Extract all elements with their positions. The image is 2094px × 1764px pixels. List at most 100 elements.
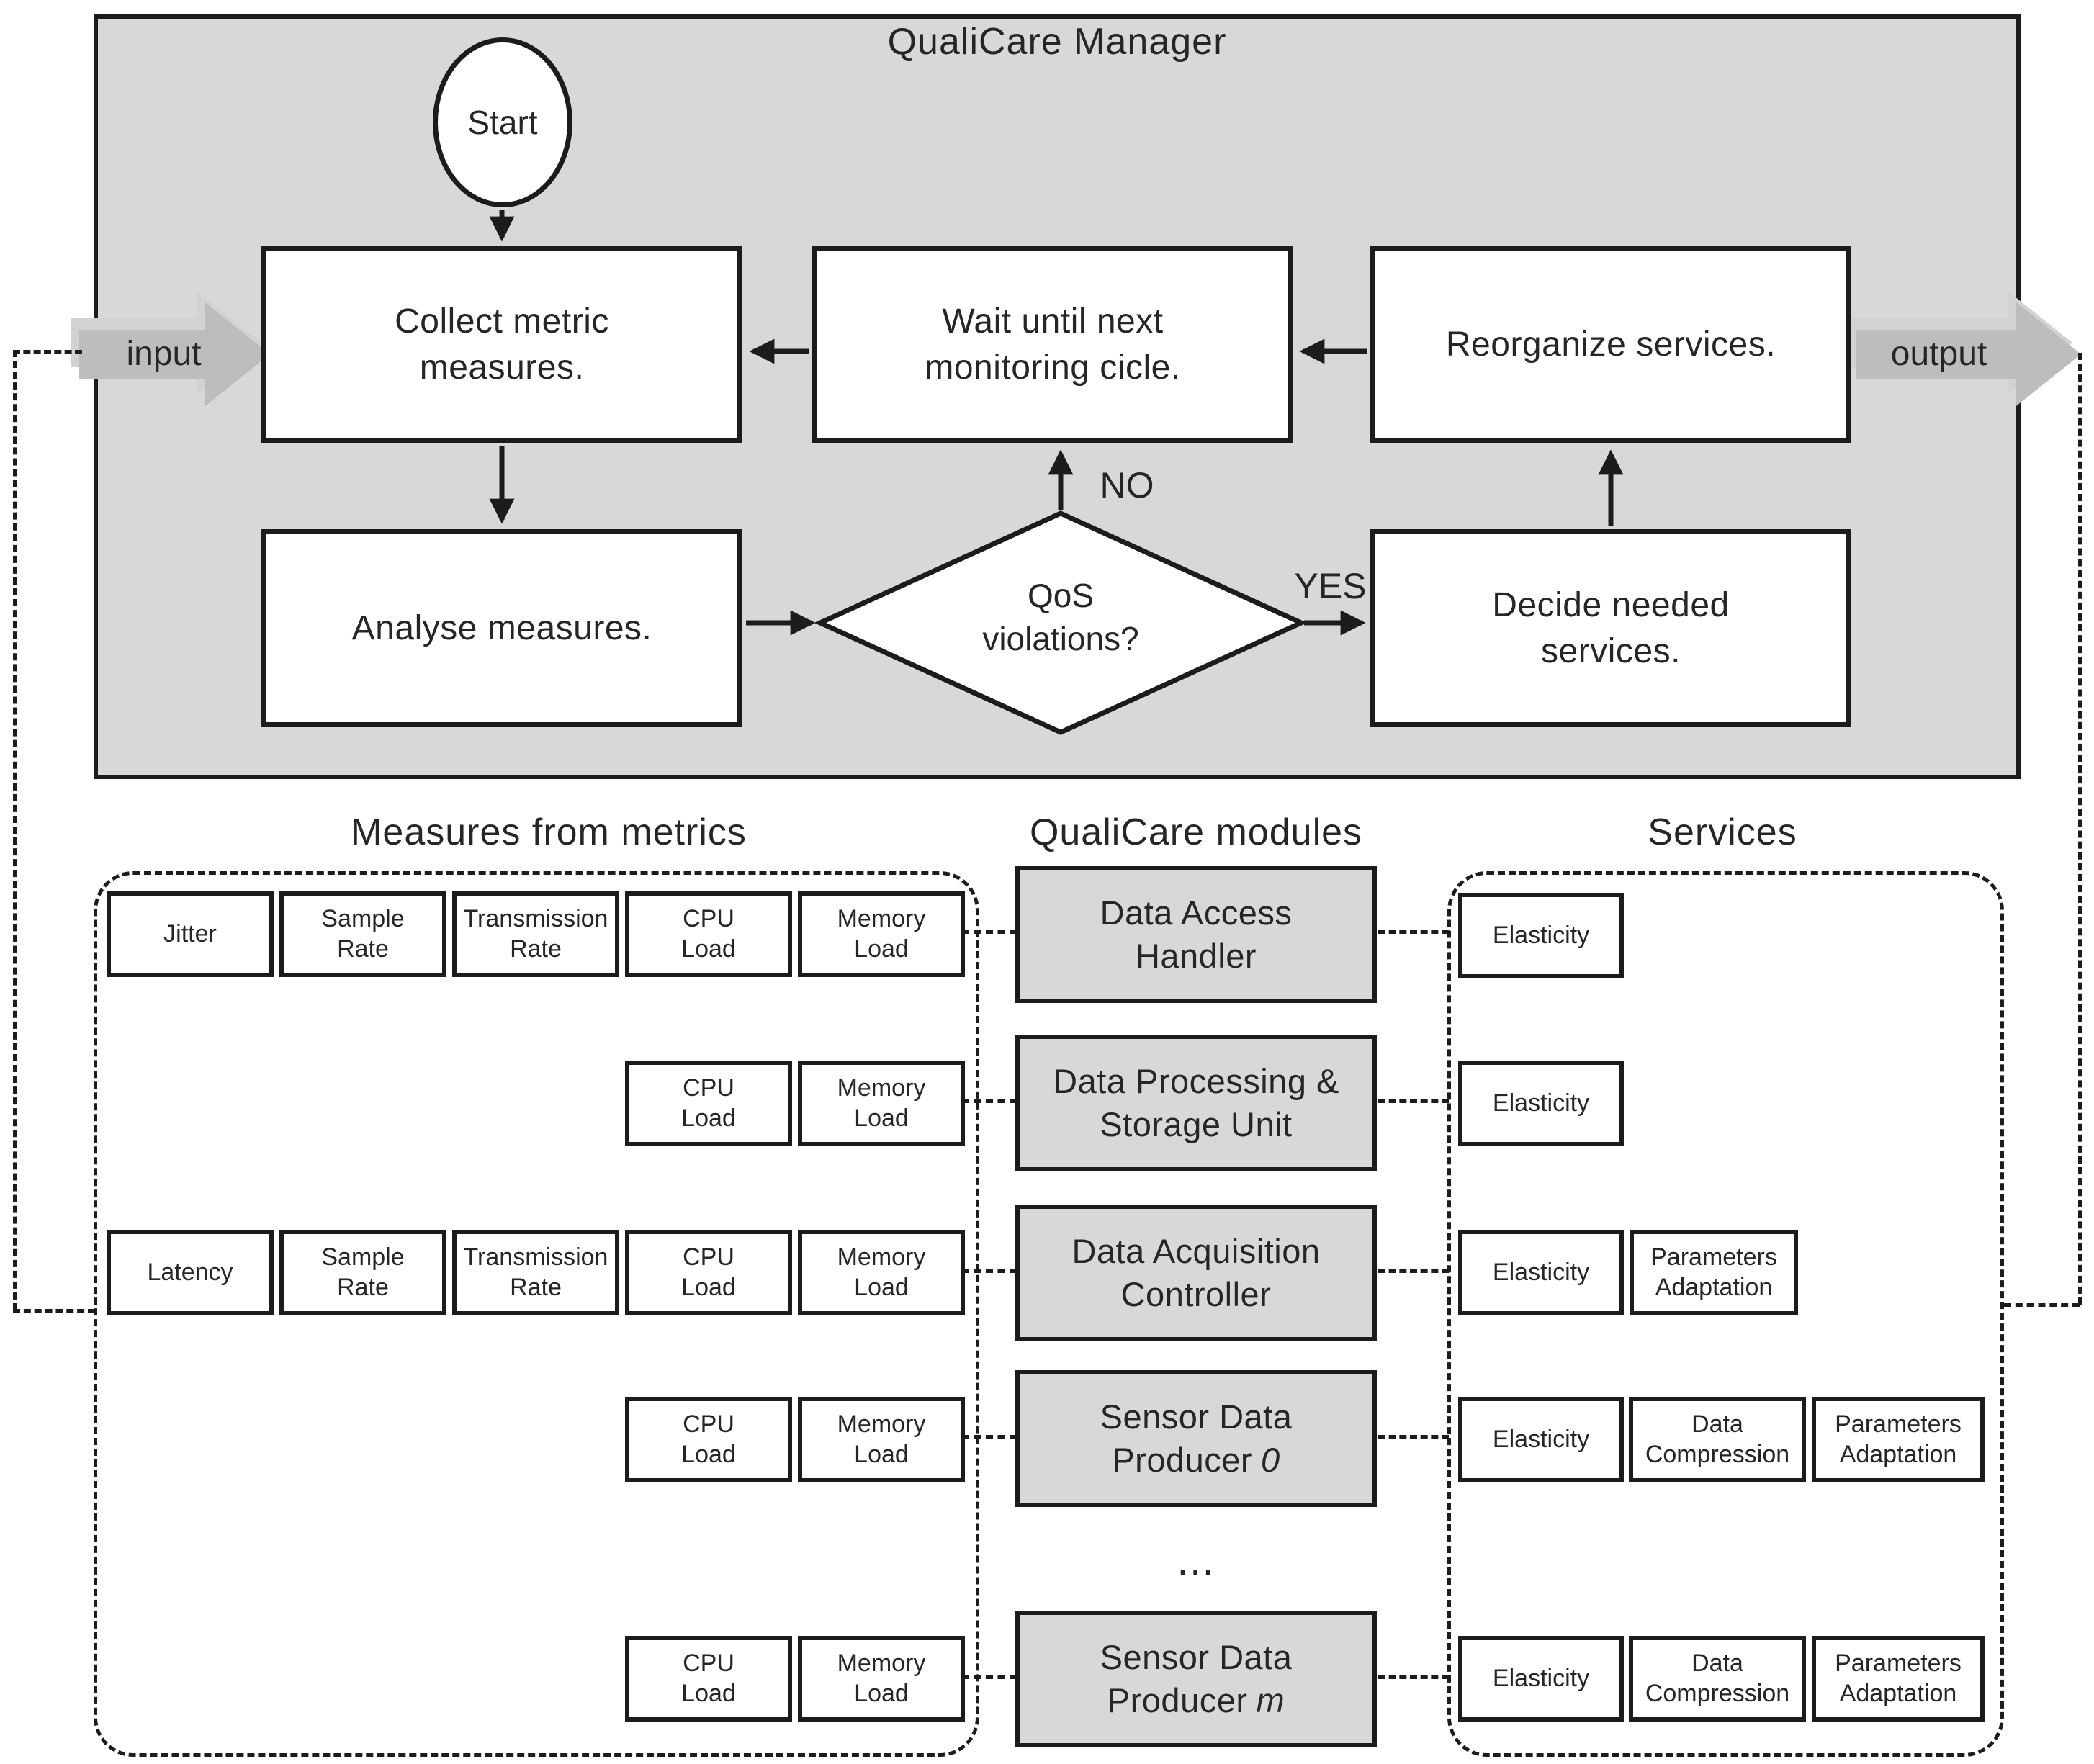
modules-section-title: QualiCare modules xyxy=(1029,811,1363,853)
reorganize-services-node: Reorganize services. xyxy=(1370,246,1851,443)
connector-module-services-2 xyxy=(1378,1099,1449,1103)
decide-label: Decide needed services. xyxy=(1492,586,1730,670)
metric-cell: CPU Load xyxy=(625,1397,792,1482)
service-cell: Data Compression xyxy=(1629,1636,1806,1722)
metric-cell: Transmission Rate xyxy=(452,891,619,977)
metric-label: Latency xyxy=(147,1258,233,1286)
start-node: Start xyxy=(433,37,572,207)
services-container xyxy=(1447,871,2004,1757)
metric-label: Memory Load xyxy=(837,1074,926,1132)
metric-label: Memory Load xyxy=(837,1410,926,1468)
input-dashed-line xyxy=(13,350,82,354)
connector-measures-module-5 xyxy=(962,1675,1017,1679)
collect-label: Collect metric measures. xyxy=(395,302,609,387)
service-label: Elasticity xyxy=(1492,1258,1590,1286)
service-label: Parameters Adaptation xyxy=(1650,1243,1777,1301)
input-dashed-line xyxy=(13,350,17,1310)
start-label: Start xyxy=(467,104,538,141)
service-label: Elasticity xyxy=(1492,921,1590,949)
module-data-access-handler: Data Access Handler xyxy=(1015,866,1377,1003)
module-label: Sensor Data Producer xyxy=(1100,1397,1293,1479)
wait-label: Wait until next monitoring cicle. xyxy=(925,302,1181,387)
decide-needed-services-node: Decide needed services. xyxy=(1370,529,1851,727)
module-label: Data Access Handler xyxy=(1100,893,1293,975)
metric-label: CPU Load xyxy=(681,1410,736,1468)
metric-label: Memory Load xyxy=(837,905,926,963)
metric-cell: Memory Load xyxy=(798,1636,965,1722)
service-cell: Parameters Adaptation xyxy=(1812,1636,1985,1722)
connector-module-services-4 xyxy=(1378,1435,1449,1439)
service-cell: Elasticity xyxy=(1458,1397,1624,1482)
service-cell: Elasticity xyxy=(1458,1061,1624,1146)
metric-cell: Jitter xyxy=(107,891,274,977)
service-cell: Data Compression xyxy=(1629,1397,1806,1482)
no-branch-label: NO xyxy=(1100,465,1154,505)
module-label: Data Processing & Storage Unit xyxy=(1053,1061,1339,1143)
yes-branch-label: YES xyxy=(1294,566,1367,606)
output-label: output xyxy=(1890,335,1987,373)
output-arrow-icon xyxy=(1856,302,2081,406)
service-label: Parameters Adaptation xyxy=(1835,1650,1962,1707)
metric-label: CPU Load xyxy=(681,1650,736,1707)
input-arrow-icon xyxy=(79,302,270,406)
metric-cell: CPU Load xyxy=(625,1636,792,1722)
service-label: Parameters Adaptation xyxy=(1835,1410,1962,1468)
analyse-measures-node: Analyse measures. xyxy=(261,529,742,727)
input-label: input xyxy=(126,335,202,373)
service-cell: Elasticity xyxy=(1458,1230,1624,1315)
service-label: Elasticity xyxy=(1492,1089,1590,1117)
manager-title: QualiCare Manager xyxy=(887,21,1227,63)
service-cell: Elasticity xyxy=(1458,1636,1624,1722)
service-cell: Parameters Adaptation xyxy=(1630,1230,1798,1315)
metric-cell: Transmission Rate xyxy=(452,1230,619,1315)
services-section-title: Services xyxy=(1648,811,1797,853)
metric-label: Sample Rate xyxy=(321,905,405,963)
collect-metric-measures-node: Collect metric measures. xyxy=(261,246,742,443)
metric-cell: CPU Load xyxy=(625,1230,792,1315)
metric-cell: Memory Load xyxy=(798,891,965,977)
analyse-label: Analyse measures. xyxy=(351,608,652,647)
module-data-acquisition-controller: Data Acquisition Controller xyxy=(1015,1205,1377,1341)
decision-diamond xyxy=(814,510,1308,735)
measures-container xyxy=(94,871,979,1757)
module-data-processing-storage-unit: Data Processing & Storage Unit xyxy=(1015,1035,1377,1171)
output-dashed-line xyxy=(2078,353,2082,1305)
module-label: Data Acquisition Controller xyxy=(1071,1231,1321,1313)
service-cell: Elasticity xyxy=(1458,893,1624,978)
metric-cell: Latency xyxy=(107,1230,274,1315)
service-label: Data Compression xyxy=(1645,1650,1790,1707)
metric-label: Memory Load xyxy=(837,1650,926,1707)
metric-label: CPU Load xyxy=(681,905,736,963)
connector-module-services-3 xyxy=(1378,1269,1449,1273)
decision-label: QoS violations? xyxy=(982,577,1139,657)
metric-label: Sample Rate xyxy=(321,1243,405,1301)
output-dashed-line xyxy=(2004,1303,2080,1307)
module-label: Sensor Data Producer xyxy=(1100,1637,1293,1719)
wait-monitoring-cycle-node: Wait until next monitoring cicle. xyxy=(812,246,1293,443)
service-label: Elasticity xyxy=(1492,1425,1590,1453)
reorganize-label: Reorganize services. xyxy=(1445,325,1776,364)
metric-cell: Sample Rate xyxy=(279,891,446,977)
input-dashed-line xyxy=(13,1309,95,1313)
connector-measures-module-1 xyxy=(962,930,1017,934)
metric-label: CPU Load xyxy=(681,1074,736,1132)
metric-cell: CPU Load xyxy=(625,1061,792,1146)
metric-cell: Sample Rate xyxy=(279,1230,446,1315)
measures-section-title: Measures from metrics xyxy=(351,811,747,853)
metric-label: CPU Load xyxy=(681,1243,736,1301)
metric-cell: Memory Load xyxy=(798,1061,965,1146)
metric-cell: Memory Load xyxy=(798,1397,965,1482)
module-suffix: m xyxy=(1256,1681,1285,1719)
metric-label: Memory Load xyxy=(837,1243,926,1301)
module-suffix: 0 xyxy=(1261,1441,1280,1479)
service-cell: Parameters Adaptation xyxy=(1812,1397,1985,1482)
connector-module-services-5 xyxy=(1378,1675,1449,1679)
metric-cell: Memory Load xyxy=(798,1230,965,1315)
service-label: Elasticity xyxy=(1492,1664,1590,1692)
metric-label: Transmission Rate xyxy=(463,905,608,963)
connector-measures-module-4 xyxy=(962,1435,1017,1439)
connector-module-services-1 xyxy=(1378,930,1449,934)
